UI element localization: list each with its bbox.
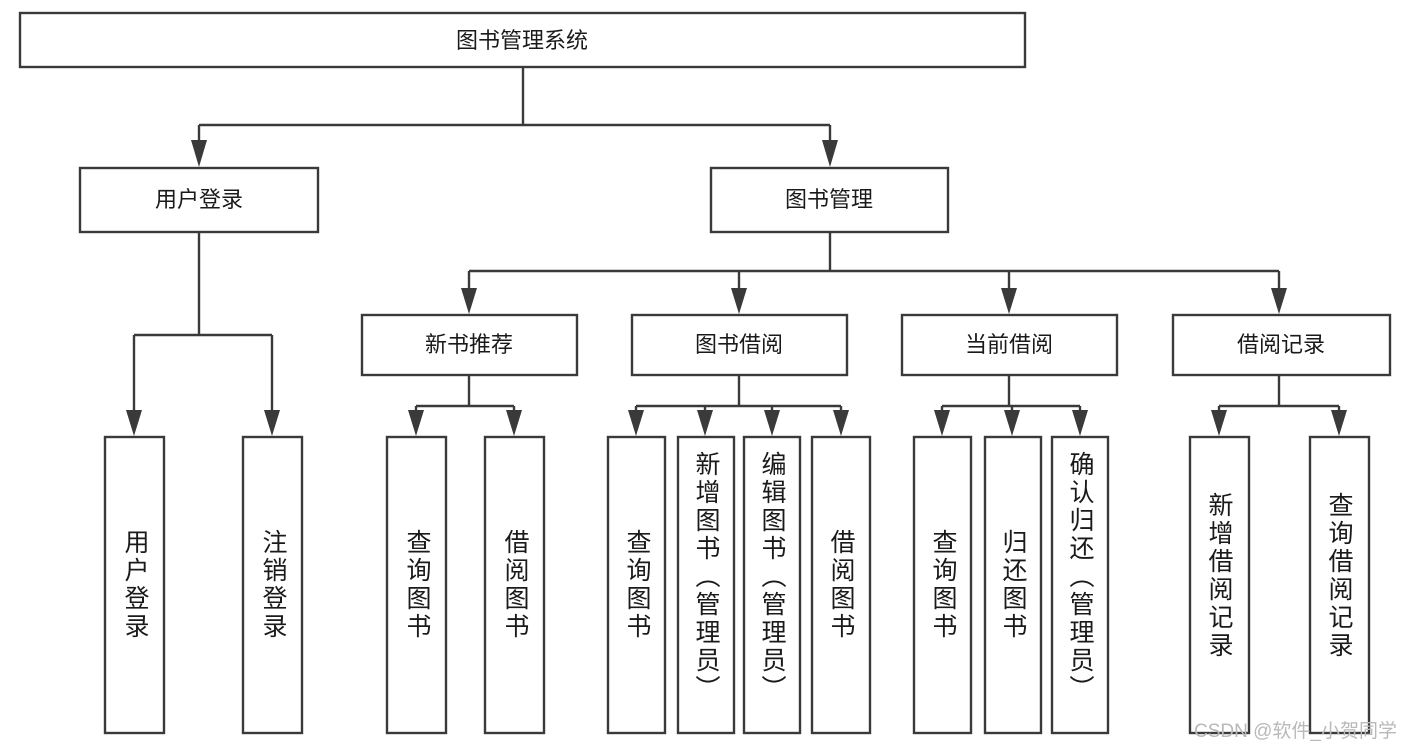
leaf-box-query-book-2[interactable] — [606, 435, 667, 735]
arrow-leaf-confirm-return-icon — [1072, 410, 1088, 436]
arrow-leaf-return-book-icon — [1004, 410, 1020, 436]
arrow-leaf-user-login-icon — [126, 410, 142, 436]
arrow-to-borrow-record-icon — [1271, 288, 1287, 314]
arrow-to-book-manage-icon — [822, 140, 838, 167]
node-book-borrow[interactable]: 图书借阅 — [630, 313, 849, 377]
node-user-login[interactable]: 用户登录 — [78, 166, 320, 234]
node-current-borrow[interactable]: 当前借阅 — [900, 313, 1119, 377]
arrow-leaf-query-book-3-icon — [934, 410, 950, 436]
arrow-to-user-login-icon — [191, 140, 207, 167]
node-borrow-record-label: 借阅记录 — [1237, 332, 1325, 357]
leaf-box-borrow-book-1[interactable] — [483, 435, 546, 735]
arrow-leaf-edit-book-icon — [764, 410, 780, 436]
arrow-leaf-borrow-book-1-icon — [506, 410, 522, 436]
leaf-box-logout[interactable] — [241, 435, 304, 735]
csdn-watermark: CSDN @软件_小贺同学 — [1194, 721, 1397, 742]
arrow-to-new-book-rec-icon — [461, 288, 477, 314]
node-new-book-recommend[interactable]: 新书推荐 — [360, 313, 579, 377]
node-book-manage-label: 图书管理 — [785, 187, 873, 212]
node-book-manage[interactable]: 图书管理 — [709, 166, 950, 234]
arrow-leaf-query-book-1-icon — [408, 410, 424, 436]
arrow-leaf-logout-icon — [264, 410, 280, 436]
node-root-label: 图书管理系统 — [456, 28, 588, 53]
leaf-box-borrow-book-2[interactable] — [810, 435, 872, 735]
leaf-box-query-book-3[interactable] — [912, 435, 973, 735]
arrow-leaf-add-book-icon — [697, 410, 713, 436]
arrow-leaf-query-book-2-icon — [628, 410, 644, 436]
leaf-box-layer — [103, 435, 1371, 735]
leaf-box-query-book-1[interactable] — [385, 435, 448, 735]
leaf-box-edit-book[interactable] — [742, 435, 802, 735]
node-borrow-record[interactable]: 借阅记录 — [1171, 313, 1392, 377]
leaf-box-return-book[interactable] — [983, 435, 1043, 735]
arrow-to-book-borrow-icon — [731, 288, 747, 314]
arrow-leaf-borrow-book-2-icon — [833, 410, 849, 436]
node-book-borrow-label: 图书借阅 — [695, 332, 783, 357]
node-user-login-label: 用户登录 — [155, 187, 243, 212]
leaf-box-add-record[interactable] — [1188, 435, 1251, 735]
node-current-borrow-label: 当前借阅 — [965, 332, 1053, 357]
leaf-box-query-record[interactable] — [1308, 435, 1371, 735]
node-new-book-recommend-label: 新书推荐 — [425, 332, 513, 357]
leaf-box-user-login[interactable] — [103, 435, 166, 735]
arrow-to-current-borrow-icon — [1001, 288, 1017, 314]
arrow-leaf-add-record-icon — [1211, 410, 1227, 436]
leaf-box-add-book[interactable] — [676, 435, 736, 735]
node-root[interactable]: 图书管理系统 — [18, 11, 1027, 69]
leaf-box-confirm-return[interactable] — [1050, 435, 1110, 735]
arrow-leaf-query-record-icon — [1331, 410, 1347, 436]
connector-layer — [126, 67, 1347, 436]
